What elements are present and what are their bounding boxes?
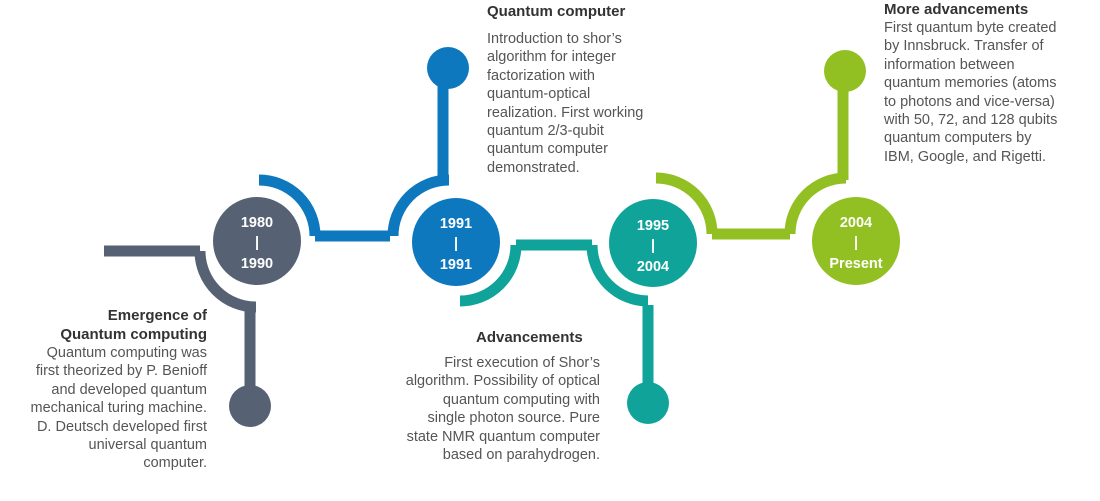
milestone-3-connectors (459, 239, 654, 392)
milestone-1-separator: | (255, 235, 259, 251)
milestone-2-body-line-4: quantum-optical (487, 86, 591, 103)
milestone-2-body-line-2: algorithm for integer (487, 49, 616, 66)
milestone-2-end: 1991 (440, 257, 472, 273)
milestone-2-connectors (258, 82, 450, 242)
milestone-3-body-line-2: algorithm. Possibility of optical (405, 373, 600, 390)
milestone-3-end: 2004 (637, 259, 669, 275)
milestone-3-left-arc (459, 244, 522, 307)
milestone-1-end-dot (229, 385, 271, 427)
milestone-3-separator: | (651, 238, 655, 254)
milestone-1-title-line-1: Emergence of (107, 307, 207, 324)
milestone-4-end: Present (829, 256, 882, 272)
milestone-2-body-line-1: Introduction to shor’s (487, 31, 622, 47)
milestone-4-description: More advancements First quantum byte cre… (884, 0, 1100, 166)
milestone-3-description: Advancements First execution of Shor’s a… (355, 328, 600, 464)
milestone-1-body-line-2: first theorized by P. Benioff (35, 363, 207, 380)
milestone-1-body-line-1: Quantum computing was (46, 345, 207, 361)
milestone-1-connectors (104, 245, 257, 395)
milestone-1-body-line-4: mechanical turing machine. (30, 400, 207, 417)
milestone-1-body-line-6: universal quantum (88, 437, 208, 454)
milestone-4-body-line-8: IBM, Google, and Rigetti. (884, 148, 1046, 165)
milestone-3-body-line-6: based on parahydrogen. (442, 447, 600, 464)
milestone-2-start: 1991 (440, 216, 472, 232)
milestone-3-body-line-5: state NMR quantum computer (406, 428, 600, 445)
milestone-4-body-line-7: quantum computers by (884, 130, 1032, 147)
milestone-2-separator: | (454, 236, 458, 252)
milestone-1-body-line-7: computer. (143, 455, 207, 472)
milestone-4-body-line-4: quantum memories (atoms (884, 75, 1057, 92)
milestone-3-circle: 1995 | 2004 (609, 199, 697, 287)
milestone-4-left-arc (655, 172, 718, 235)
milestone-1-body-line-5: D. Deutsch developed first (36, 418, 207, 435)
milestone-2-left-arc (258, 174, 321, 237)
milestone-1-body-line-3: and developed quantum (51, 381, 207, 398)
milestone-3-lower-arc (586, 244, 649, 307)
milestone-4-body-line-2: by Innsbruck. Transfer of (884, 38, 1044, 55)
milestone-1-circle: 1980 | 1990 (213, 197, 301, 285)
milestone-4-body-line-1: First quantum byte created (884, 20, 1057, 36)
milestone-3-body-line-4: single photon source. Pure (427, 410, 601, 427)
milestone-3-end-dot (627, 382, 669, 424)
milestone-2-body-line-3: factorization with (487, 67, 595, 84)
milestone-3-title-line-1: Advancements (476, 329, 583, 346)
milestone-4-circle: 2004 | Present (812, 197, 900, 285)
milestone-4-connectors (655, 84, 849, 240)
milestone-4-title-line-1: More advancements (884, 1, 1029, 18)
milestone-1-title-line-2: Quantum computing (60, 326, 207, 343)
milestone-1-description: Emergence of Quantum computing Quantum c… (0, 306, 207, 473)
milestone-2-body-line-6: quantum 2/3-qubit (487, 123, 604, 140)
milestone-4-body-line-5: to photons and vice-versa) (884, 93, 1055, 110)
milestone-4-start: 2004 (840, 215, 872, 231)
milestone-3-body-line-1: First execution of Shor’s (444, 355, 600, 371)
milestone-2-circle: 1991 | 1991 (412, 198, 500, 286)
milestone-2-title-line-1: Quantum computer (487, 3, 626, 20)
milestone-2-end-dot (427, 47, 469, 89)
milestone-2-body-line-7: quantum computer (487, 141, 608, 158)
milestone-4-end-dot (824, 50, 866, 92)
milestone-2-body-line-8: demonstrated. (487, 159, 580, 176)
milestone-4-body-line-6: with 50, 72, and 128 qubits (884, 112, 1058, 129)
milestone-4-separator: | (854, 235, 858, 251)
milestone-2-body-line-5: realization. First working (487, 104, 644, 121)
milestone-1-start: 1980 (241, 215, 273, 231)
milestone-4-upper-arc (784, 172, 847, 235)
milestone-3-start: 1995 (637, 218, 669, 234)
milestone-2-description: Quantum computer Introduction to shor’s … (487, 2, 687, 177)
milestone-4-body-line-3: information between (884, 56, 1015, 73)
milestone-3-body-line-3: quantum computing with (442, 391, 600, 408)
milestone-1-end: 1990 (241, 256, 273, 272)
